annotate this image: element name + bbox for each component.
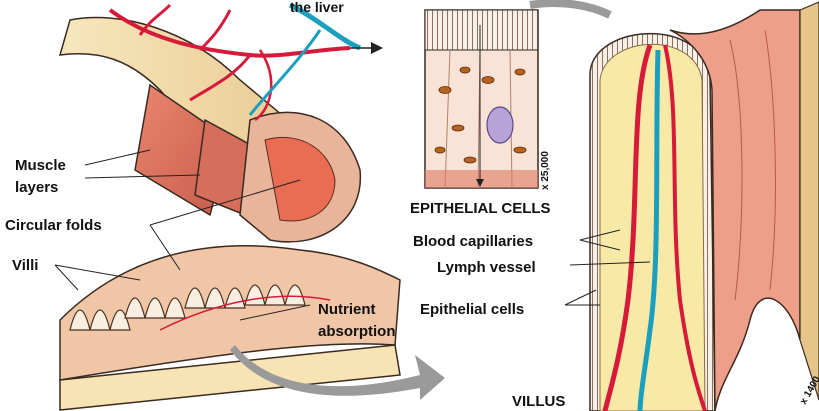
label-villi: Villi: [12, 257, 38, 274]
top-arrow: [530, 3, 610, 15]
label-circular-folds: Circular folds: [5, 217, 102, 234]
epithelial-cells-panel: x 25,000: [425, 10, 551, 190]
label-magnification-cells: x 25,000: [540, 151, 551, 190]
label-epithelial-cells: Epithelial cells: [420, 301, 524, 318]
label-nutrient-line2: absorption: [318, 323, 396, 340]
label-epithelial-cells-title: EPITHELIAL CELLS: [410, 200, 551, 217]
villus-illustration: x 1400: [590, 2, 819, 411]
label-nutrient-line1: Nutrient: [318, 301, 376, 318]
label-magnification-villus: x 1400: [798, 374, 819, 406]
label-muscle-line1: Muscle: [15, 157, 66, 174]
label-villus: VILLUS: [512, 393, 565, 410]
label-liver: the liver: [290, 0, 344, 15]
label-blood-capillaries: Blood capillaries: [413, 233, 533, 250]
label-lymph-vessel: Lymph vessel: [437, 259, 536, 276]
label-muscle-line2: layers: [15, 179, 58, 196]
